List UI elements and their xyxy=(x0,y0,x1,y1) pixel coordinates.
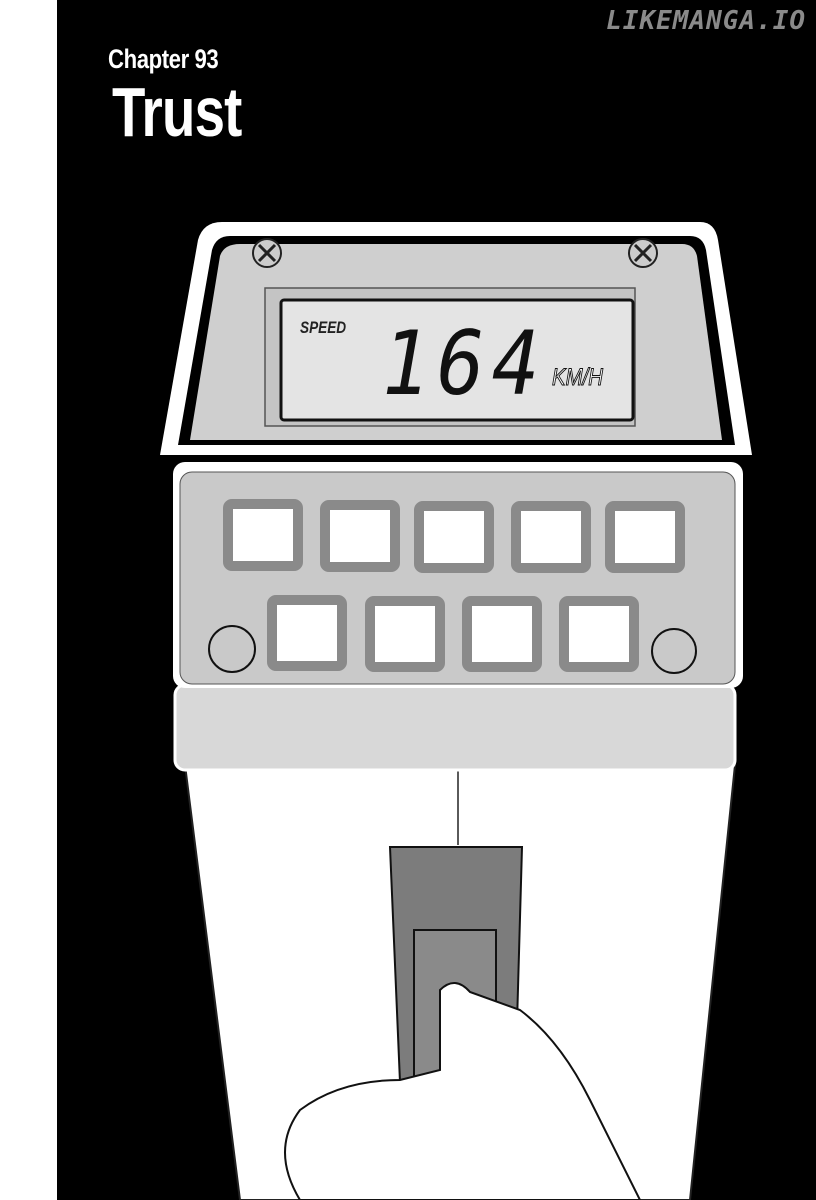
keypad-button xyxy=(559,596,639,672)
site-watermark: LIKEMANGA.IO xyxy=(606,6,806,36)
speed-label: SPEED xyxy=(300,318,347,337)
keypad-button xyxy=(605,501,685,573)
speed-unit: KM/H xyxy=(552,364,604,392)
keypad-button xyxy=(511,501,591,573)
keypad-button xyxy=(462,596,542,672)
keypad-button xyxy=(414,501,494,573)
keypad-button xyxy=(365,596,445,672)
round-button xyxy=(208,625,256,673)
lcd-screen xyxy=(279,298,635,422)
chapter-number: Chapter 93 xyxy=(108,44,219,74)
round-button xyxy=(651,628,697,674)
speed-gun-base xyxy=(173,683,737,772)
screw-icon xyxy=(252,238,282,268)
keypad-button xyxy=(320,500,400,572)
speed-readout: 164 xyxy=(382,312,547,415)
screw-icon xyxy=(628,238,658,268)
keypad-button xyxy=(223,499,303,571)
keypad-button xyxy=(267,595,347,671)
chapter-title: Trust xyxy=(112,73,242,151)
